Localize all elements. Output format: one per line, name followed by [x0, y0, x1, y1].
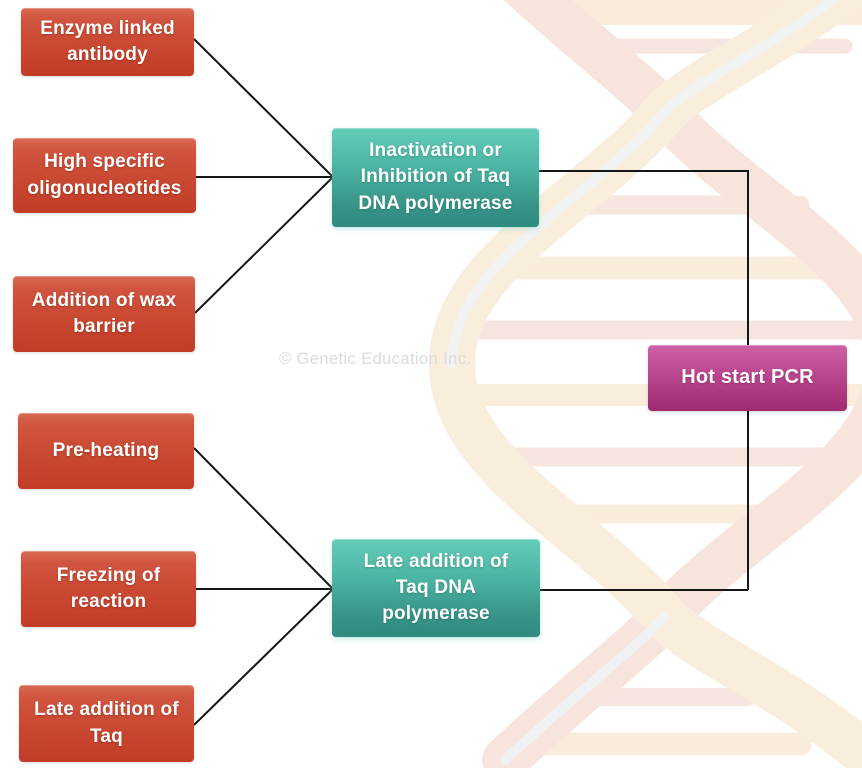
- node-label-line: DNA polymerase: [358, 192, 513, 214]
- node-label-line: Pre-heating: [52, 439, 160, 461]
- connector-lateaddtaq-to-latepoly: [193, 588, 334, 726]
- connector-preheat-to-latepoly: [193, 447, 334, 590]
- dna-helix-strands: [428, 0, 862, 768]
- node-label-line: oligonucleotides: [27, 177, 182, 199]
- node-label-line: reaction: [70, 591, 147, 612]
- connector-wax-to-inactivation: [194, 176, 334, 314]
- node-label-line: Freezing of: [56, 564, 161, 586]
- node-addition-of-wax-barrier: Addition of wax barrier: [13, 276, 195, 352]
- node-late-addition-of-taq-dna-polymerase: Late addition of Taq DNA polymerase: [332, 539, 540, 637]
- node-label-line: Inhibition of Taq: [360, 166, 511, 188]
- node-label-line: Late addition of: [363, 550, 509, 572]
- node-label-line: barrier: [73, 316, 135, 337]
- node-label-line: polymerase: [382, 603, 490, 624]
- node-label-line: High specific: [44, 151, 165, 173]
- node-inactivation-or-inhibition-of-taq: Inactivation or Inhibition of Taq DNA po…: [332, 128, 539, 227]
- node-pre-heating: Pre-heating: [18, 413, 194, 489]
- node-enzyme-linked-antibody: Enzyme linked antibody: [21, 8, 194, 76]
- connector-inactivation-to-hotstart: [539, 170, 749, 590]
- node-label-line: Inactivation or: [369, 140, 502, 162]
- node-hot-start-pcr: Hot start PCR: [648, 345, 847, 411]
- node-label-line: antibody: [67, 44, 148, 65]
- node-label-line: Hot start PCR: [681, 366, 814, 389]
- node-late-addition-of-taq: Late addition of Taq: [19, 685, 194, 762]
- node-high-specific-oligonucleotides: High specific oligonucleotides: [13, 138, 196, 213]
- node-label-line: Late addition of: [34, 699, 179, 721]
- node-label-line: Addition of wax: [31, 289, 177, 311]
- node-label-line: Enzyme linked: [40, 17, 175, 39]
- watermark: © Genetic Education Inc.: [279, 350, 472, 368]
- node-freezing-of-reaction: Freezing of reaction: [21, 551, 196, 627]
- connector-enzyme-to-inactivation: [193, 38, 334, 178]
- node-label-line: Taq DNA: [395, 576, 477, 598]
- node-label-line: Taq: [90, 725, 123, 747]
